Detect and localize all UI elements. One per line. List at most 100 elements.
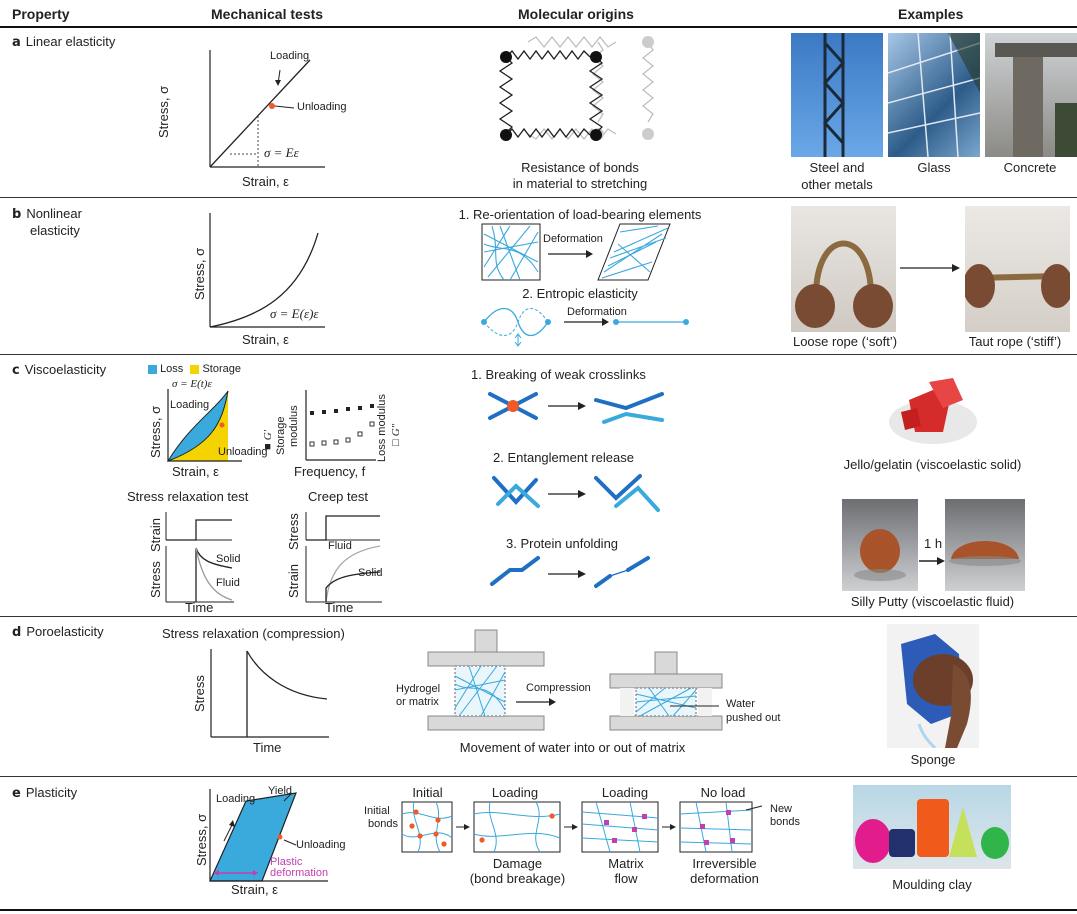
header-examples: Examples bbox=[898, 6, 964, 22]
stress-relaxation-title: Stress relaxation test bbox=[127, 489, 249, 504]
storage-label: Storage bbox=[275, 416, 287, 455]
plasticity-network-diagram bbox=[401, 801, 763, 853]
loss-swatch bbox=[148, 364, 157, 374]
entropic-chain-diagram bbox=[481, 307, 689, 347]
unloading-label: Unloading bbox=[297, 101, 347, 113]
steel-caption-1: Steel and bbox=[809, 160, 865, 175]
storage-modulus-label: modulus bbox=[288, 405, 300, 447]
creep-test-title: Creep test bbox=[308, 489, 368, 504]
header-property: Property bbox=[12, 6, 70, 22]
stage-loading-1: Loading bbox=[491, 785, 539, 800]
poroelastic-relaxation-plot bbox=[210, 649, 329, 738]
fluid-label-c: Fluid bbox=[216, 577, 240, 589]
header-mechanical-tests: Mechanical tests bbox=[211, 6, 324, 22]
damage-label-2: (bond breakage) bbox=[469, 871, 566, 886]
sponge-caption: Sponge bbox=[910, 752, 956, 767]
legend: Loss Storage bbox=[148, 363, 241, 375]
unloading-label-c: Unloading bbox=[218, 446, 268, 458]
viscoelastic-eq: σ = E(t)ε bbox=[172, 378, 212, 390]
strain-label-creep: Strain bbox=[286, 564, 301, 598]
putty-before-photo bbox=[842, 499, 918, 591]
row-divider-d bbox=[0, 776, 1077, 777]
row-label-b-2: elasticity bbox=[30, 223, 80, 238]
new-bonds-label: New bbox=[770, 803, 793, 815]
steel-caption-2: other metals bbox=[801, 177, 873, 192]
origin-c3: 3. Protein unfolding bbox=[506, 536, 619, 551]
plastic-label: Plastic bbox=[270, 856, 303, 868]
unloading-label-e: Unloading bbox=[296, 839, 346, 851]
deformation-label-2: Deformation bbox=[567, 306, 627, 318]
header-rule bbox=[0, 26, 1077, 28]
protein-unfolding-diagram bbox=[490, 556, 650, 588]
sponge-photo bbox=[887, 624, 979, 748]
stage-no-load: No load bbox=[700, 785, 746, 800]
x-axis-label-d: Time bbox=[253, 740, 282, 755]
x-axis-label: Strain, ε bbox=[242, 174, 289, 189]
header-molecular-origins: Molecular origins bbox=[518, 6, 634, 22]
loading-label-c: Loading bbox=[170, 399, 210, 411]
origin-b1: 1. Re-orientation of load-bearing elemen… bbox=[458, 207, 702, 222]
entanglement-diagram bbox=[492, 474, 660, 512]
solid-label-c: Solid bbox=[216, 553, 241, 565]
clay-photo bbox=[853, 785, 1011, 869]
row-divider-b bbox=[0, 354, 1077, 355]
jello-caption: Jello/gelatin (viscoelastic solid) bbox=[843, 457, 1022, 472]
origin-c1: 1. Breaking of weak crosslinks bbox=[471, 367, 646, 382]
row-divider-a bbox=[0, 197, 1077, 198]
creep-test-plots bbox=[305, 512, 382, 603]
yield-label: Yield bbox=[268, 785, 293, 797]
stage-initial: Initial bbox=[412, 785, 443, 800]
x-axis-label-b: Strain, ε bbox=[242, 332, 289, 347]
bottom-rule bbox=[0, 909, 1077, 911]
matrix-label: or matrix bbox=[396, 696, 439, 708]
jello-photo bbox=[887, 360, 979, 452]
glass-caption: Glass bbox=[917, 160, 951, 175]
irreversible-label-2: deformation bbox=[690, 871, 759, 886]
y-axis-label-c: Stress, σ bbox=[148, 405, 163, 458]
storage-swatch bbox=[190, 364, 200, 374]
rope-arrow bbox=[900, 264, 960, 272]
water-label: Water bbox=[726, 698, 755, 710]
glass-photo bbox=[888, 33, 980, 157]
origin-d: Movement of water into or out of matrix bbox=[459, 740, 686, 755]
origin-b2: 2. Entropic elasticity bbox=[522, 286, 638, 301]
solid-label-creep: Solid bbox=[358, 567, 383, 579]
origin-c2: 2. Entanglement release bbox=[493, 450, 634, 465]
x-axis-label-e: Strain, ε bbox=[231, 882, 278, 897]
y-axis-label-b: Stress, σ bbox=[192, 247, 207, 300]
loss-modulus-symbol: □ G″ bbox=[390, 423, 402, 446]
one-hour-label: 1 h bbox=[924, 536, 943, 551]
y-axis-label: Stress, σ bbox=[156, 85, 171, 138]
stress-label-creep: Stress bbox=[286, 513, 301, 550]
nonlinear-eq: σ = E(ε)ε bbox=[270, 306, 319, 321]
strain-label-c: Strain bbox=[148, 518, 163, 552]
stress-relaxation-plots bbox=[165, 512, 234, 603]
crosslink-diagram bbox=[488, 392, 664, 424]
initial-bonds-label-2: bonds bbox=[368, 818, 398, 830]
clay-caption: Moulding clay bbox=[892, 877, 972, 892]
frequency-label: Frequency, f bbox=[294, 464, 366, 479]
origin-a-line2: in material to stretching bbox=[512, 176, 648, 191]
damage-label: Damage bbox=[492, 856, 543, 871]
new-bonds-label-2: bonds bbox=[770, 816, 800, 828]
compression-label: Compression bbox=[526, 682, 591, 694]
stage-loading-2: Loading bbox=[601, 785, 649, 800]
matrix-flow-label: Matrix bbox=[608, 856, 644, 871]
putty-after-photo bbox=[945, 499, 1025, 591]
fluid-label-creep: Fluid bbox=[328, 540, 352, 552]
matrix-flow-label-2: flow bbox=[614, 871, 638, 886]
linear-elasticity-plot bbox=[209, 50, 325, 168]
stress-label-c: Stress bbox=[148, 561, 163, 598]
modulus-frequency-plot bbox=[305, 390, 376, 461]
storage-modulus-symbol: ■ G′ bbox=[262, 429, 274, 450]
origin-a-line1: Resistance of bonds bbox=[521, 160, 639, 175]
putty-arrow bbox=[919, 557, 945, 565]
concrete-caption: Concrete bbox=[1003, 160, 1057, 175]
steel-photo bbox=[791, 33, 883, 157]
nonlinear-elasticity-plot bbox=[209, 213, 325, 328]
plastic-deformation-label: deformation bbox=[270, 867, 329, 879]
loading-label-e: Loading bbox=[216, 793, 256, 805]
